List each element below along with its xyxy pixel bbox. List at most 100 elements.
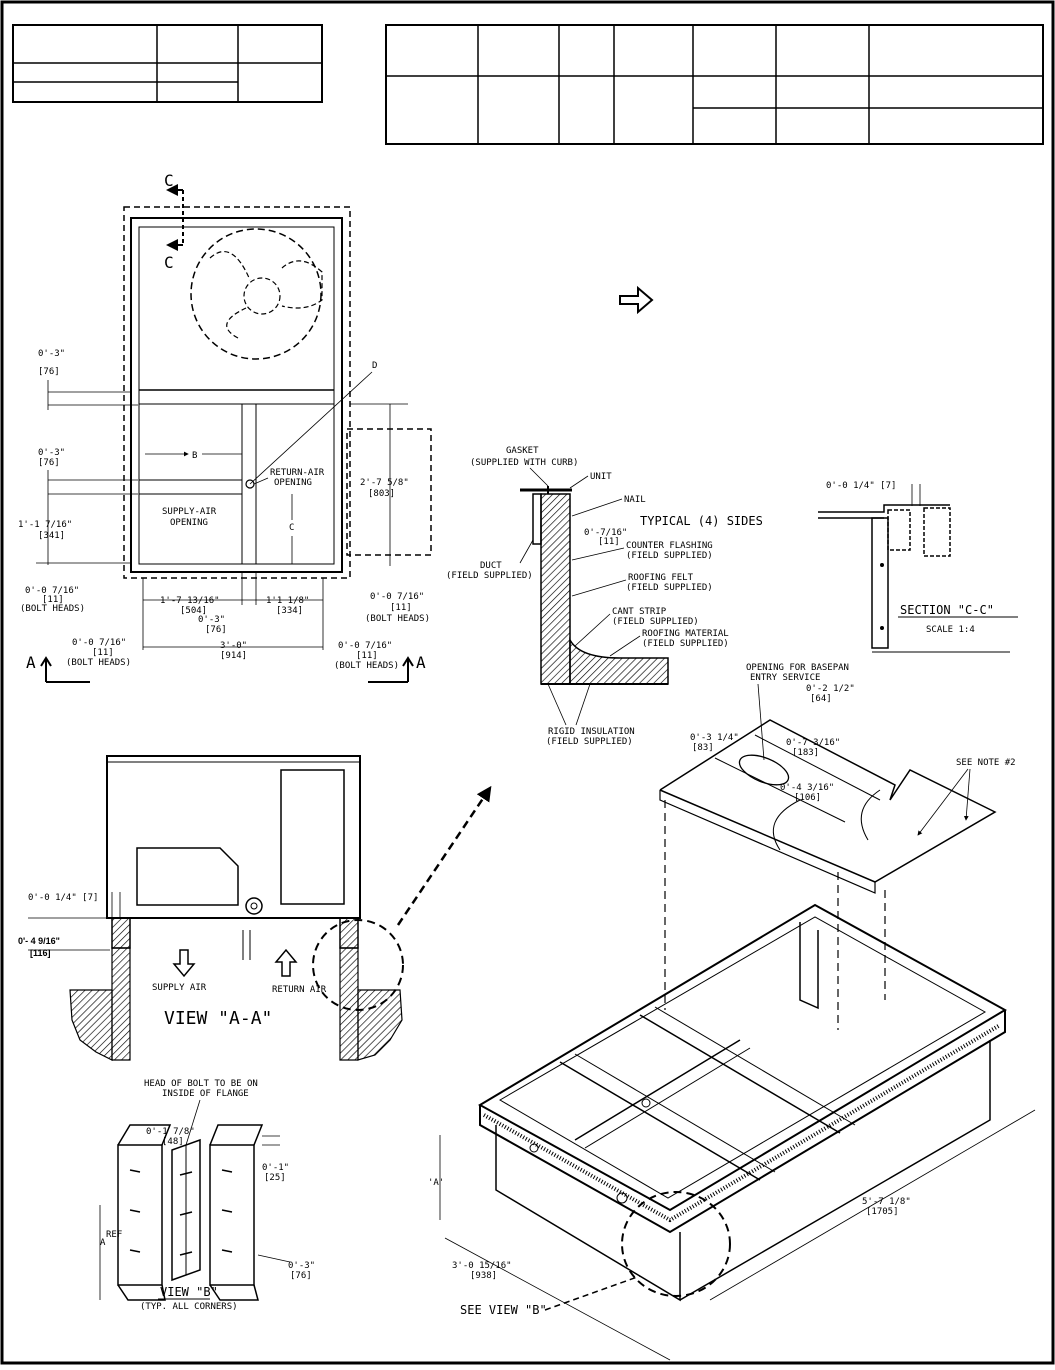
iso-curb: OPENING FOR BASEPAN ENTRY SERVICE 0'-2 1… <box>428 663 1036 1361</box>
view-a-mark-left: A <box>26 653 36 672</box>
supply-air-label-2: OPENING <box>170 518 208 528</box>
return-arrow-icon <box>274 948 298 977</box>
view-aa-dim2-mm: [116] <box>30 948 51 958</box>
curb-detail: GASKET (SUPPLIED WITH CURB) UNIT NAIL TY… <box>446 446 763 747</box>
section-mark-bottom: C <box>164 253 174 272</box>
left-dim3-ft: 1'-1 7/16" <box>18 520 72 530</box>
bot-dim1-mm: [504] <box>180 606 207 616</box>
bot-dim6-note: (BOLT HEADS) <box>334 661 399 671</box>
right-dim2-note: (BOLT HEADS) <box>365 614 430 624</box>
section-cc-scale: SCALE 1:4 <box>926 625 975 635</box>
iso-d4-ft: 0'-4 3/16" <box>780 783 834 793</box>
duct-label-1: DUCT <box>480 561 502 571</box>
view-b-dim3-ft: 0'-3" <box>288 1261 315 1271</box>
counter-flashing-1: COUNTER FLASHING <box>626 541 713 551</box>
iso-width-ft: 3'-0 15/16" <box>452 1261 512 1271</box>
view-b-subtitle: (TYP. ALL CORNERS) <box>140 1302 238 1312</box>
table-right <box>385 24 1044 145</box>
supply-arrow-icon <box>172 949 196 978</box>
typical-sides-label: TYPICAL (4) SIDES <box>640 514 763 528</box>
left-dim2-mm: [76] <box>38 458 60 468</box>
duct-label-2: (FIELD SUPPLIED) <box>446 571 533 581</box>
iso-note: SEE NOTE #2 <box>956 758 1016 768</box>
plan-view: C C SUPPLY-AIR OPENING RETURN-AIR OPENIN… <box>18 171 432 683</box>
bot-dim2-mm: [334] <box>276 606 303 616</box>
iso-d4-mm: [106] <box>794 793 821 803</box>
view-b-a: A <box>100 1238 106 1248</box>
left-dim1-mm: [76] <box>38 367 60 377</box>
return-air-text: RETURN AIR <box>272 985 327 995</box>
detail-dim-mm: [11] <box>598 537 620 547</box>
right-dim1-mm: [803] <box>368 489 395 499</box>
bot-dim6-mm: [11] <box>356 651 378 661</box>
view-aa-title: VIEW "A-A" <box>164 1008 272 1029</box>
iso-d3-ft: 0'-7 3/16" <box>786 738 840 748</box>
view-aa: 0'-0 1/4" [7] 0'- 4 9/16" [116] SUPPLY A… <box>18 755 492 1061</box>
left-dim1-ft: 0'-3" <box>38 349 65 359</box>
cant-strip-2: (FIELD SUPPLIED) <box>612 617 699 627</box>
view-b-dim2-ft: 0'-1" <box>262 1163 289 1173</box>
bot-dim5-note: (BOLT HEADS) <box>66 658 131 668</box>
roofing-material-2: (FIELD SUPPLIED) <box>642 639 729 649</box>
view-b-dim2-mm: [25] <box>264 1173 286 1183</box>
iso-length-ft: 5'-7 1/8" <box>862 1197 911 1207</box>
return-air-label-2: OPENING <box>274 478 312 488</box>
left-dim3-mm: [341] <box>38 531 65 541</box>
iso-d1-mm: [64] <box>810 694 832 704</box>
view-b: HEAD OF BOLT TO BE ON INSIDE OF FLANGE 0… <box>99 1079 315 1312</box>
iso-d2-ft: 0'-3 1/4" <box>690 733 739 743</box>
bot-dim3-ft: 0'-3" <box>198 615 225 625</box>
iso-opening-1: OPENING FOR BASEPAN <box>746 663 849 673</box>
bot-dim5-mm: [11] <box>92 648 114 658</box>
bot-dim6-ft: 0'-0 7/16" <box>338 641 392 651</box>
section-mark-top: C <box>164 171 174 190</box>
left-dim2-ft: 0'-3" <box>38 448 65 458</box>
left-dim4-ft: 0'-0 7/16" <box>25 586 79 596</box>
rigid-insulation-1: RIGID INSULATION <box>548 727 635 737</box>
bot-dim2-ft: 1'1 1/8" <box>266 596 309 606</box>
table-left <box>12 24 323 103</box>
gasket-label-1: GASKET <box>506 446 539 456</box>
roofing-material-1: ROOFING MATERIAL <box>642 629 729 639</box>
right-dim2-ft: 0'-0 7/16" <box>370 592 424 602</box>
roofing-felt-2: (FIELD SUPPLIED) <box>626 583 713 593</box>
right-dim1-ft: 2'-7 5/8" <box>360 478 409 488</box>
view-a-mark-right: A <box>416 653 426 672</box>
left-dim4-note: (BOLT HEADS) <box>20 604 85 614</box>
right-dim2-mm: [11] <box>390 603 412 613</box>
rigid-insulation-2: (FIELD SUPPLIED) <box>546 737 633 747</box>
iso-d2-mm: [83] <box>692 743 714 753</box>
label-b: B <box>192 451 197 461</box>
cant-strip-1: CANT STRIP <box>612 607 667 617</box>
supply-air-text: SUPPLY AIR <box>152 983 207 993</box>
detail-dim-ft: 0'-7/16" <box>584 528 627 538</box>
view-b-ref: REF <box>106 1230 122 1240</box>
section-cc-dim: 0'-0 1/4" [7] <box>826 481 896 491</box>
return-air-label-1: RETURN-AIR <box>270 468 325 478</box>
view-aa-dim1: 0'-0 1/4" [7] <box>28 893 98 903</box>
section-cc: 0'-0 1/4" [7] SECTION "C-C" SCALE 1:4 <box>818 481 1018 653</box>
label-c: C <box>289 523 294 533</box>
gasket-label-2: (SUPPLIED WITH CURB) <box>470 458 578 468</box>
iso-length-mm: [1705] <box>866 1207 899 1217</box>
roofing-felt-1: ROOFING FELT <box>628 573 694 583</box>
label-d: D <box>372 361 377 371</box>
iso-a-label: 'A' <box>428 1178 444 1188</box>
bot-dim3-mm: [76] <box>205 625 227 635</box>
iso-see-view-b: SEE VIEW "B" <box>460 1303 547 1317</box>
iso-d3-mm: [183] <box>792 748 819 758</box>
view-b-dim1-mm: [48] <box>162 1137 184 1147</box>
counter-flashing-2: (FIELD SUPPLIED) <box>626 551 713 561</box>
unit-label: UNIT <box>590 472 612 482</box>
view-b-head-1: HEAD OF BOLT TO BE ON <box>144 1079 258 1089</box>
iso-width-mm: [938] <box>470 1271 497 1281</box>
supply-air-label-1: SUPPLY-AIR <box>162 507 217 517</box>
view-aa-dim2-ft: 0'- 4 9/16" <box>18 936 60 946</box>
view-b-dim1-ft: 0'-1 7/8" <box>146 1127 195 1137</box>
bot-dim1-ft: 1'-7 13/16" <box>160 596 220 606</box>
iso-d1-ft: 0'-2 1/2" <box>806 684 855 694</box>
bot-dim5-ft: 0'-0 7/16" <box>72 638 126 648</box>
